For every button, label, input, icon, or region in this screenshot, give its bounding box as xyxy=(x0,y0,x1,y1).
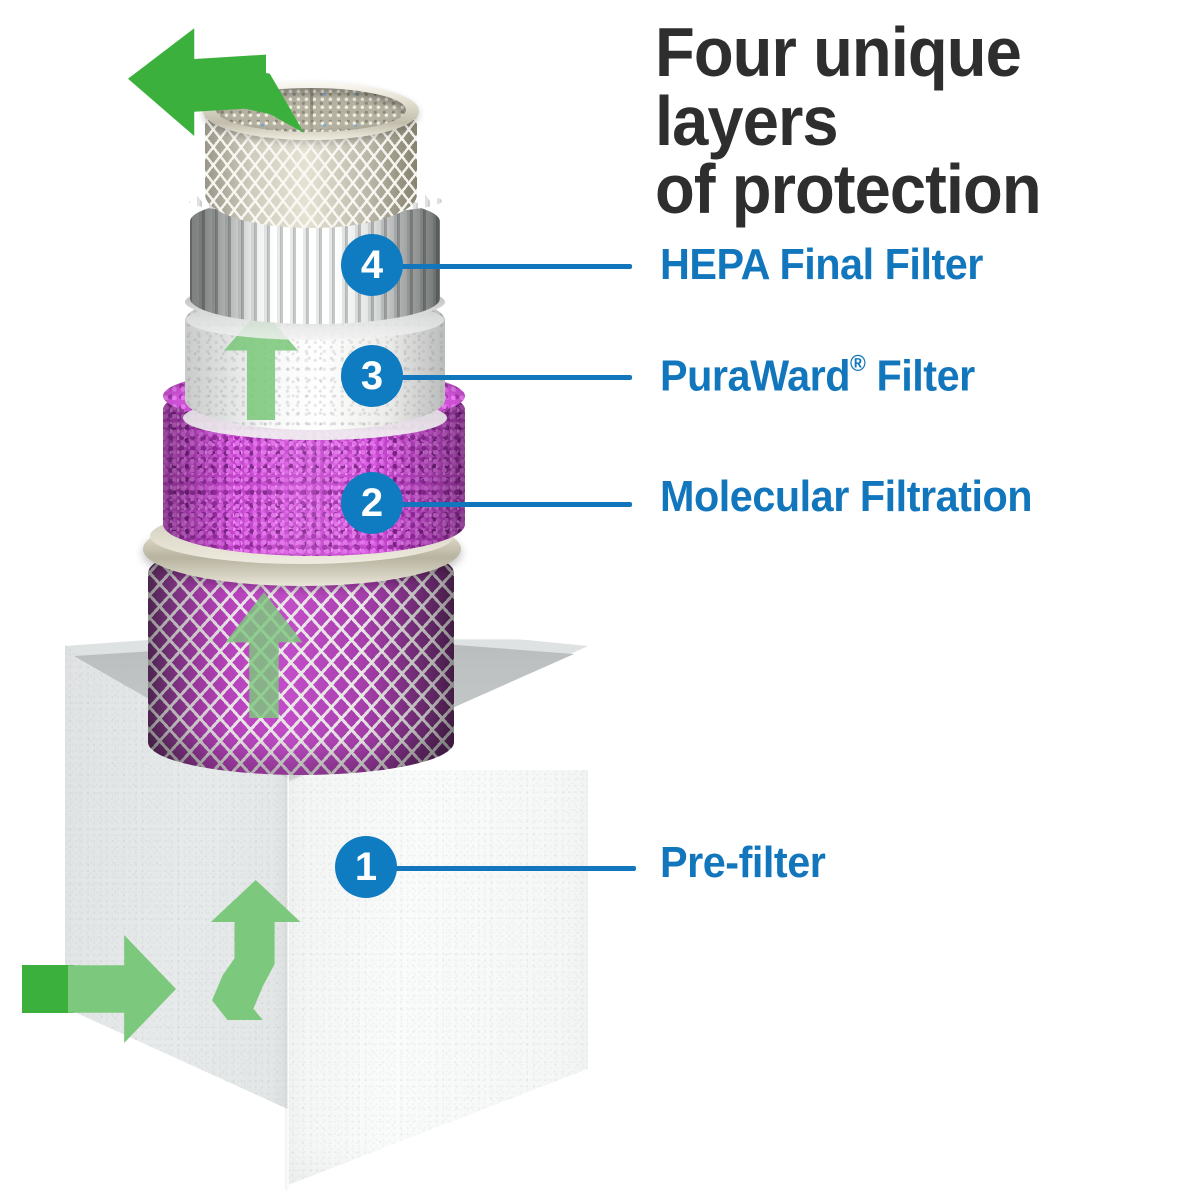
connector-line-layer-3 xyxy=(400,375,632,380)
layer-badge-4[interactable]: 4 xyxy=(341,234,403,296)
connector-line-layer-1 xyxy=(392,866,636,871)
registered-trademark-icon: ® xyxy=(850,350,866,376)
airflow-intake-marker xyxy=(22,965,74,1013)
connector-line-layer-2 xyxy=(400,502,632,507)
layer-label-puraward-filter: PuraWard® Filter xyxy=(660,350,975,401)
puraward-label-suffix: Filter xyxy=(865,351,975,401)
layer-badge-2[interactable]: 2 xyxy=(341,472,403,534)
layer-badge-1[interactable]: 1 xyxy=(335,836,397,898)
page-title: Four unique layers of protection xyxy=(655,13,1042,229)
pre-filter-box-front-corner xyxy=(285,770,289,1190)
layer-badge-3[interactable]: 3 xyxy=(341,345,403,407)
layer-label-hepa-final-filter: HEPA Final Filter xyxy=(660,240,983,289)
layer-label-pre-filter: Pre-filter xyxy=(660,838,826,887)
pre-filter-box-right-shading xyxy=(288,770,588,1185)
connector-line-layer-4 xyxy=(400,264,632,269)
layer-label-molecular-filtration: Molecular Filtration xyxy=(660,472,1033,521)
molecular-mesh-cage xyxy=(148,540,454,775)
outlet-mesh-divider xyxy=(310,88,313,128)
puraward-label-text: PuraWard xyxy=(660,351,851,401)
